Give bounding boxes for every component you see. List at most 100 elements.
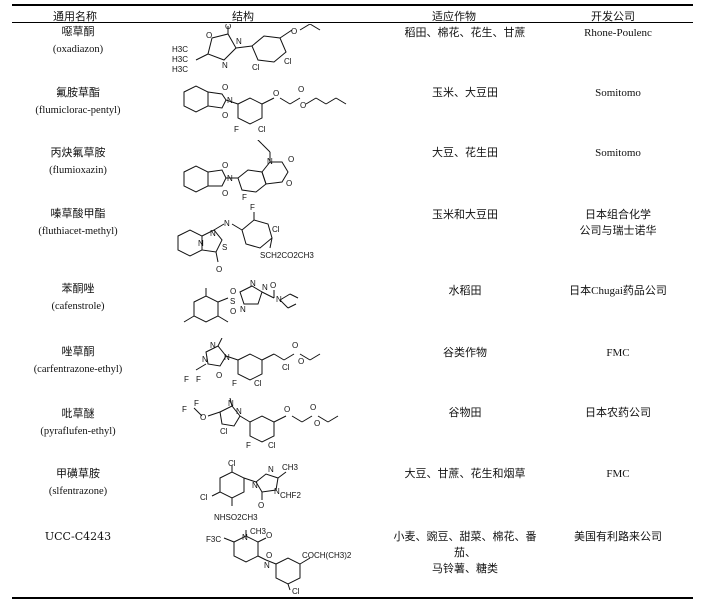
atom-label: O <box>270 281 276 290</box>
atom-label: O <box>298 85 304 94</box>
atom-label: N <box>262 283 268 292</box>
row-8-name: 甲磺草胺 (slfentrazone) <box>18 465 138 501</box>
name-cn: 唑草酮 <box>61 345 95 358</box>
atom-label: N <box>276 295 282 304</box>
ring-bond <box>207 411 221 417</box>
name-cn: 氟胺草酯 <box>56 86 100 99</box>
ring-bond <box>257 537 267 543</box>
atom-label: F <box>194 399 199 408</box>
thiadiazole-ring <box>201 229 223 253</box>
atom-label: N <box>224 219 230 228</box>
name-en: (flumioxazin) <box>49 165 107 176</box>
table-bottom-rule <box>12 597 693 599</box>
header-bottom-rule <box>12 22 693 23</box>
name-cn: 嗪草酸甲酯 <box>50 207 106 220</box>
atom-label: O <box>230 287 236 296</box>
atom-label: N <box>267 157 273 166</box>
row-4-crops: 玉米和大豆田 <box>432 208 498 221</box>
company-line-2: 公司与瑞士诺华 <box>579 225 657 237</box>
atom-label: N <box>252 481 258 490</box>
atom-label: N <box>227 96 233 105</box>
atom-label: O <box>298 357 304 366</box>
atom-label: F <box>234 125 239 134</box>
atom-label: O <box>288 155 294 164</box>
atom-label: N <box>242 533 248 542</box>
ring-bond <box>269 237 273 249</box>
atom-label: O <box>292 341 298 350</box>
ring-bond <box>279 97 291 105</box>
triazolinone-ring <box>205 345 227 367</box>
atom-label: N <box>210 229 216 238</box>
ring-bond <box>231 223 243 231</box>
atom-label: O <box>286 179 292 188</box>
atom-label: N <box>228 399 234 408</box>
row-3-crops: 大豆、花生田 <box>432 146 498 159</box>
benzene-ring <box>237 97 263 125</box>
name-en: (cafenstrole) <box>51 301 105 312</box>
atom-label: COCH(CH3)2 <box>302 551 352 560</box>
ring-bond <box>257 555 267 561</box>
benzene-ring <box>237 353 263 381</box>
benzene-ring <box>251 35 287 63</box>
atom-label: O <box>222 189 228 198</box>
ring-bond <box>213 223 225 231</box>
atom-label: Cl <box>220 427 228 436</box>
atom-label: N <box>250 279 256 288</box>
ring-bond <box>261 97 275 105</box>
ring-bond <box>261 353 275 361</box>
atom-label: F3C <box>206 535 221 544</box>
benzene-ring <box>275 557 301 585</box>
row-1-crops: 稻田、棉花、花生、甘蔗 <box>404 26 526 39</box>
ring-bond <box>299 24 311 31</box>
name-en: (flumiclorac-pentyl) <box>35 105 121 116</box>
atom-label: O <box>230 307 236 316</box>
ring-bond <box>195 53 209 61</box>
ring-bond <box>279 29 293 39</box>
atom-label: S <box>230 297 235 306</box>
atom-label: F <box>182 405 187 414</box>
row-7-crops: 谷物田 <box>448 406 482 419</box>
oxazine-ring <box>261 161 289 185</box>
atom-label: Cl <box>200 493 208 502</box>
atom-label: S <box>222 243 227 252</box>
ring-bond <box>223 537 235 543</box>
ring-bond <box>217 297 229 303</box>
ring-bond <box>195 363 207 371</box>
atom-label: F <box>242 193 247 202</box>
ring-bond <box>257 140 263 145</box>
name-en: (fluthiacet-methyl) <box>38 226 118 237</box>
row-2-name: 氟胺草酯 (flumiclorac-pentyl) <box>18 84 138 120</box>
atom-label: N <box>268 465 274 474</box>
ring-bond <box>299 557 311 565</box>
atom-label: O <box>314 419 320 428</box>
ring-bond <box>287 583 291 591</box>
name-en: (carfentrazone-ethyl) <box>33 364 123 375</box>
atom-label: O <box>206 31 212 40</box>
atom-label: H3C <box>172 45 188 54</box>
atom-label: O <box>222 111 228 120</box>
ring-bond <box>287 303 297 309</box>
atom-label: Cl <box>228 460 236 468</box>
name-en: (pyraflufen-ethyl) <box>40 426 116 437</box>
name-cn: 吡草醚 <box>61 407 95 420</box>
row-4-name: 嗪草酸甲酯 (fluthiacet-methyl) <box>18 205 138 241</box>
crops-line-2: 马铃薯、糖类 <box>432 562 498 575</box>
row-6-company: FMC <box>606 347 630 359</box>
atom-label: N <box>227 174 233 183</box>
cyclohexene-ring <box>183 85 209 113</box>
triazole-ring <box>239 285 263 305</box>
atom-label: Cl <box>258 125 266 134</box>
atom-label: F <box>232 379 237 388</box>
row-6-name: 唑草酮 (carfentrazone-ethyl) <box>18 343 138 379</box>
atom-label: H3C <box>172 65 188 74</box>
ring-bond <box>215 251 219 263</box>
atom-label: O <box>273 89 279 98</box>
row-7-company: 日本农药公司 <box>585 407 651 419</box>
atom-label: Cl <box>284 57 292 66</box>
benzene-ring <box>241 219 273 249</box>
atom-label: O <box>225 24 231 31</box>
header-structure: 结构 <box>232 10 254 23</box>
row-8-crops: 大豆、甘蔗、花生和烟草 <box>404 467 526 480</box>
ring-bond <box>243 477 257 483</box>
structure-oxadiazon: O O N H3C H3C H3C N Cl Cl O <box>172 24 321 74</box>
